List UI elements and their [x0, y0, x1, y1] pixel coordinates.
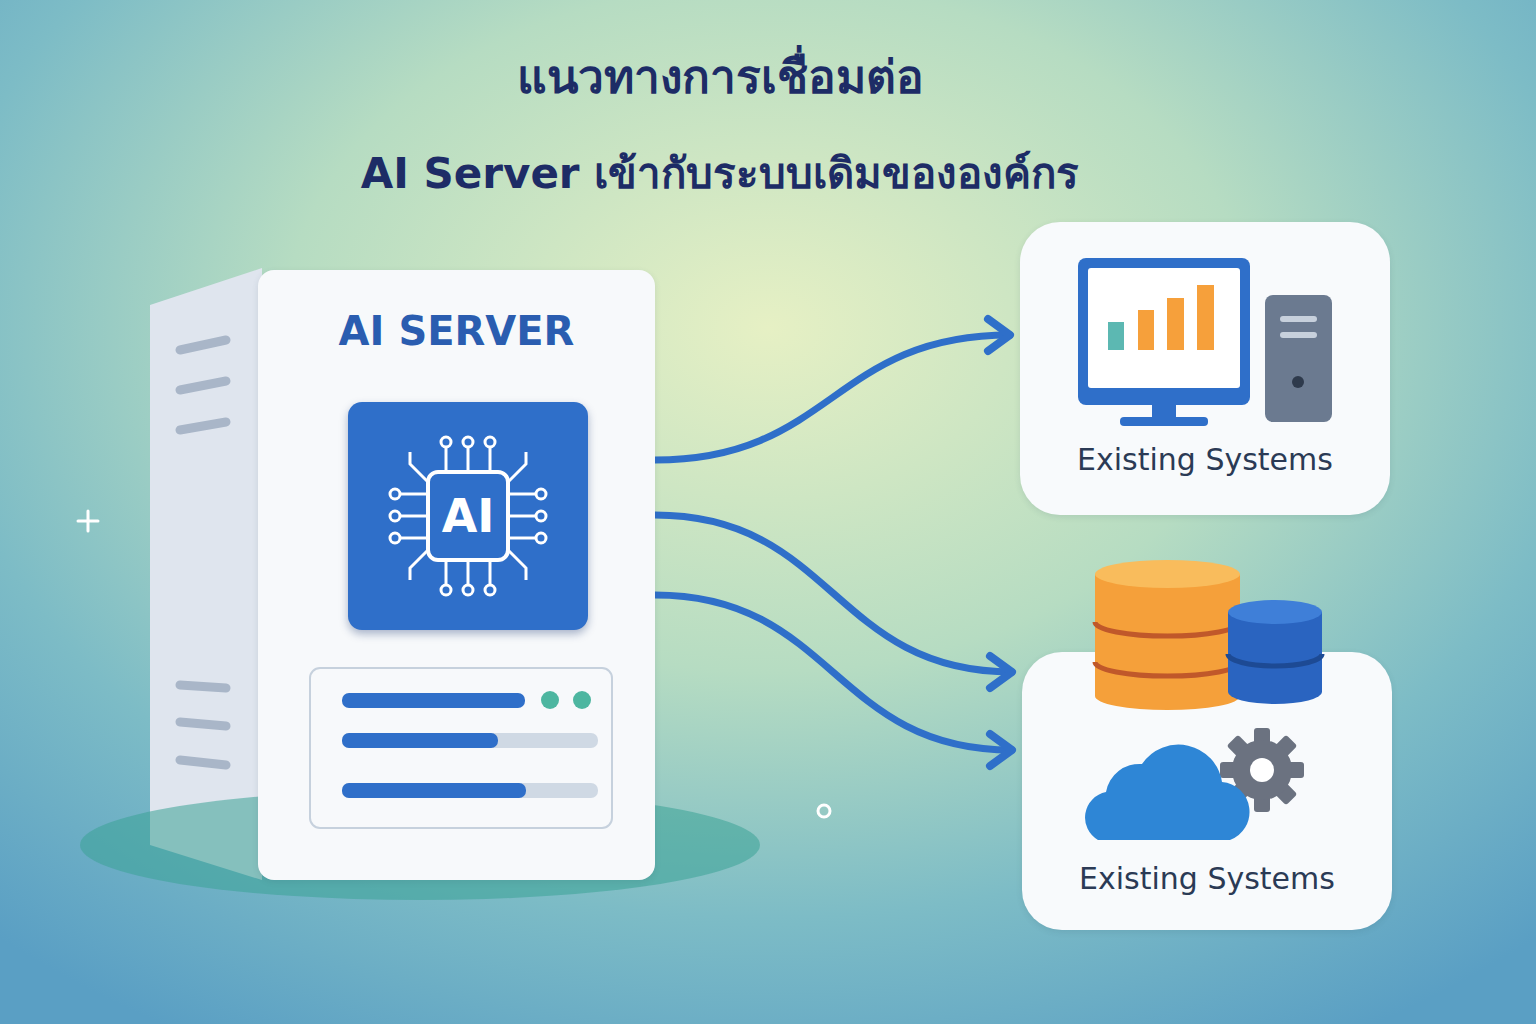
server-box: AI SERVER AI [258, 270, 655, 880]
connector-arrow [655, 335, 1010, 460]
node-label: AI SERVER [339, 308, 575, 354]
node-label: Existing Systems [1077, 442, 1333, 477]
title: แนวทางการเชื่อมต่อ [0, 40, 1440, 113]
vents [180, 340, 226, 765]
ai-chip: AI [348, 402, 588, 630]
system-box: Existing Systems [1022, 652, 1392, 930]
node-label: Existing Systems [1079, 861, 1335, 896]
system-box: Existing Systems [1020, 222, 1390, 515]
node-label: AI [442, 489, 495, 543]
sparkle-dot [818, 805, 830, 817]
sparkle [78, 511, 98, 531]
server-side [150, 268, 262, 880]
connector-arrow [655, 515, 1012, 672]
connector-arrow [655, 595, 1012, 750]
subtitle: AI Server เข้ากับระบบเดิมขององค์กร [0, 140, 1440, 206]
